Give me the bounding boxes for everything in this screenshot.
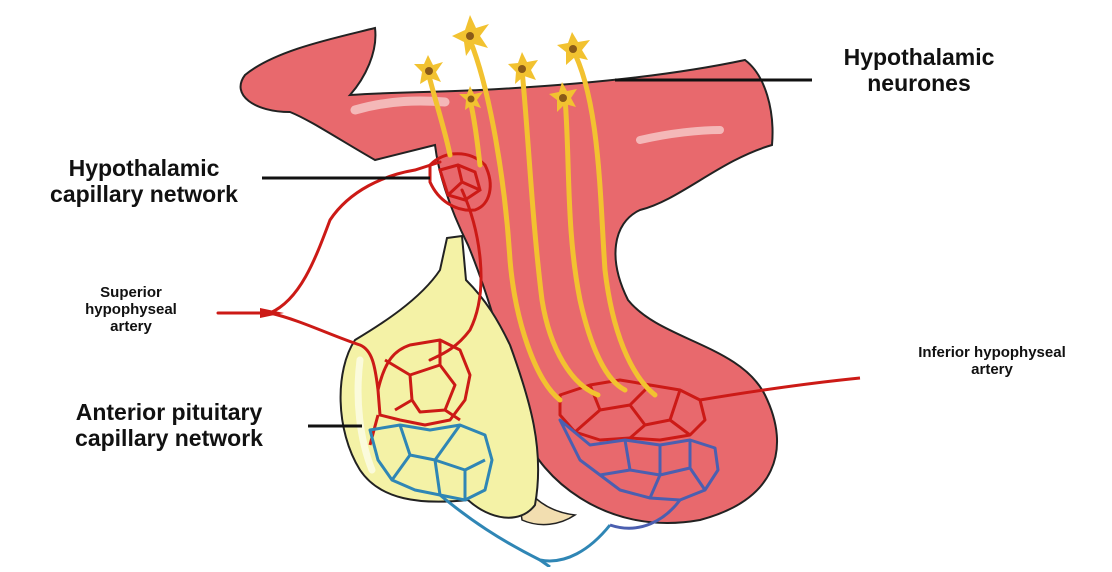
superior-hypophyseal-artery-label: Superior hypophyseal artery bbox=[68, 285, 194, 335]
label-line: Anterior pituitary bbox=[38, 400, 300, 426]
label-line: Hypothalamic bbox=[28, 156, 260, 182]
label-line: capillary network bbox=[38, 426, 300, 452]
label-line: neurones bbox=[815, 71, 1023, 97]
neurone-nucleus bbox=[468, 96, 475, 103]
label-line: Hypothalamic bbox=[815, 45, 1023, 71]
inferior-hypophyseal-artery-label: Inferior hypophyseal artery bbox=[872, 345, 1112, 379]
label-line: artery bbox=[68, 319, 194, 336]
hypothalamic-neurones-label: Hypothalamic neurones bbox=[815, 45, 1023, 97]
label-line: artery bbox=[872, 362, 1112, 379]
neurone-nucleus bbox=[425, 67, 433, 75]
label-line: Superior bbox=[68, 285, 194, 302]
neurone-nucleus bbox=[518, 65, 526, 73]
anterior-pituitary-capillary-network-label: Anterior pituitary capillary network bbox=[38, 400, 300, 452]
neurone-nucleus bbox=[559, 94, 567, 102]
label-line: capillary network bbox=[28, 182, 260, 208]
hypothalamic-capillary-network-label: Hypothalamic capillary network bbox=[28, 156, 260, 208]
neurone-nucleus bbox=[466, 32, 474, 40]
label-line: hypophyseal bbox=[68, 302, 194, 319]
neurone-nucleus bbox=[569, 45, 577, 53]
label-line: Inferior hypophyseal bbox=[872, 345, 1112, 362]
